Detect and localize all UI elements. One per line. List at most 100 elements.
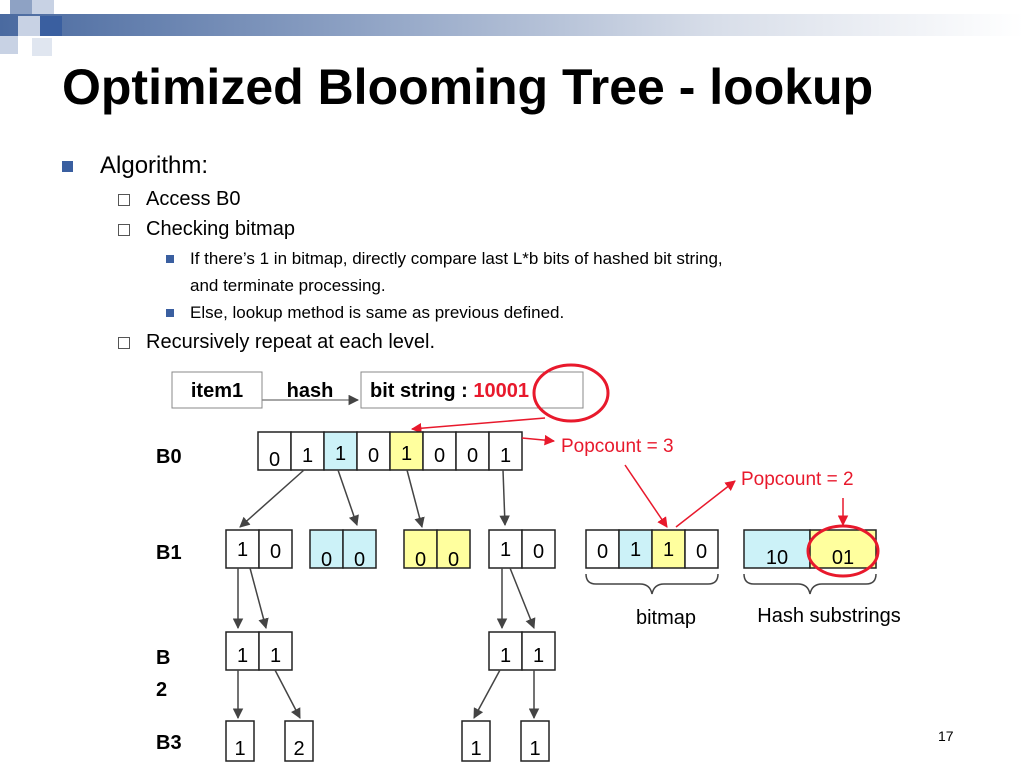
sub-point-continuation: and terminate processing. <box>190 273 386 299</box>
popcount-label: Popcount = 3 <box>561 436 674 457</box>
bit-value: 1 <box>500 539 511 561</box>
bit-cell <box>323 431 358 471</box>
bit-value: 1 <box>401 443 412 465</box>
bit-cell <box>258 631 293 671</box>
tree-edge <box>473 669 501 719</box>
item-label: item1 <box>191 380 243 402</box>
item-box <box>171 371 263 409</box>
bit-cell <box>743 529 811 569</box>
bit-value: 10 <box>766 547 788 569</box>
bullet-square-icon <box>166 255 174 263</box>
hash-substrings-label: Hash substrings <box>757 605 900 627</box>
bit-value: 1 <box>237 645 248 667</box>
bit-value: 0 <box>467 445 478 467</box>
hash-substrings-brace <box>743 573 877 595</box>
bit-cell <box>520 720 550 762</box>
bullet-square-icon <box>166 309 174 317</box>
bit-value: 1 <box>335 443 346 465</box>
hollow-square-icon <box>118 224 130 236</box>
decor-square <box>32 38 52 56</box>
bit-value: 1 <box>529 738 540 760</box>
bit-value: 1 <box>500 645 511 667</box>
bit-cell <box>422 431 457 471</box>
bit-cell <box>403 529 438 569</box>
bit-cell <box>356 431 391 471</box>
decor-square <box>32 0 54 14</box>
bit-cell <box>684 529 719 569</box>
bitmap-label: bitmap <box>636 607 696 629</box>
bit-value: 0 <box>269 449 280 471</box>
bit-cell <box>488 529 523 569</box>
bit-cell <box>389 431 424 471</box>
step-text: Checking bitmap <box>146 218 295 240</box>
bit-value: 1 <box>500 445 511 467</box>
bit-cell <box>258 529 293 569</box>
tree-edge <box>406 469 425 529</box>
tree-edge <box>274 669 301 719</box>
bit-cell <box>225 631 260 671</box>
bit-cell <box>284 720 314 762</box>
bit-string-prefix: bit string : <box>370 380 473 402</box>
sub-point-text: Else, lookup method is same as previous … <box>190 303 565 322</box>
bit-value: 1 <box>234 738 245 760</box>
sub-point: If there’s 1 in bitmap, directly compare… <box>166 246 723 272</box>
step-text: Recursively repeat at each level. <box>146 331 436 353</box>
bit-cell <box>342 529 377 569</box>
bit-value: 0 <box>448 549 459 571</box>
bit-string-value: 10001 <box>473 380 529 402</box>
bit-value: 1 <box>663 539 674 561</box>
popcount-arrow <box>624 464 668 528</box>
bit-string-text: bit string : 10001 <box>370 380 529 402</box>
decor-square <box>18 16 40 36</box>
bit-value: 1 <box>470 738 481 760</box>
bit-value: 01 <box>832 547 854 569</box>
hollow-square-icon <box>118 337 130 349</box>
bit-cell <box>225 529 260 569</box>
level-label-b0: B0 <box>156 446 182 468</box>
popcount-arrow <box>521 434 556 446</box>
decor-square <box>10 0 32 14</box>
highlight-circle <box>532 363 610 423</box>
bit-cell <box>809 529 877 569</box>
bit-value: 0 <box>696 541 707 563</box>
tree-edge <box>249 567 269 630</box>
highlight-circle <box>806 524 880 578</box>
sub-point-text: If there’s 1 in bitmap, directly compare… <box>190 249 723 268</box>
bit-cell <box>436 529 471 569</box>
sub-point: Else, lookup method is same as previous … <box>166 300 565 326</box>
level-label-b1: B1 <box>156 542 182 564</box>
bit-value: 1 <box>237 539 248 561</box>
header-gradient-bar <box>0 14 1024 36</box>
tree-edge <box>499 469 510 527</box>
hash-substrings-array: 10 01 <box>743 529 877 569</box>
bit-value: 0 <box>321 549 332 571</box>
bit-cell <box>521 631 556 671</box>
hash-label: hash <box>287 380 334 402</box>
step-item: Recursively repeat at each level. <box>118 331 436 354</box>
bit-cell <box>309 529 344 569</box>
bit-value: 0 <box>597 541 608 563</box>
bit-cell <box>488 631 523 671</box>
bit-cell <box>455 431 490 471</box>
bit-cell <box>521 529 556 569</box>
step-item: Access B0 <box>118 188 240 211</box>
slide-title: Optimized Blooming Tree - lookup <box>62 59 874 115</box>
bit-value: 0 <box>533 541 544 563</box>
popcount-arrow <box>675 480 736 528</box>
sub-point-text: and terminate processing. <box>190 276 386 295</box>
bit-value: 0 <box>415 549 426 571</box>
highlight-arrow <box>410 417 546 434</box>
level-label-b2: B <box>156 647 170 669</box>
bit-cell <box>488 431 523 471</box>
level-label-b2-suffix: 2 <box>156 679 167 701</box>
decor-square <box>40 16 62 36</box>
bit-cell <box>651 529 686 569</box>
bit-value: 1 <box>630 539 641 561</box>
bit-value: 0 <box>434 445 445 467</box>
tree-edge <box>509 567 536 629</box>
